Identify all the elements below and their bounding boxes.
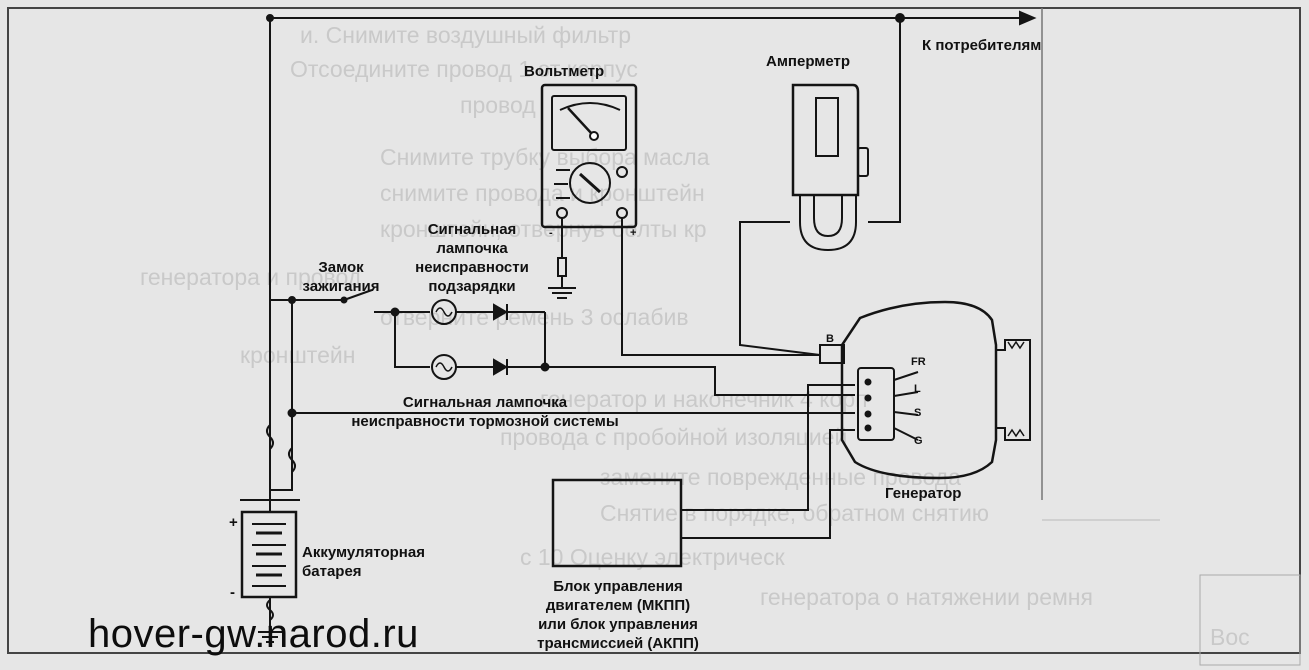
bg-line: генератора о натяжении ремня bbox=[760, 584, 1093, 610]
terminal-b-label: B bbox=[826, 333, 834, 345]
ammeter-clamp-icon bbox=[799, 195, 857, 252]
terminal-fr-label: FR bbox=[911, 356, 926, 368]
voltmeter-needle bbox=[567, 107, 593, 135]
battery-label-line: батарея bbox=[302, 563, 362, 580]
voltmeter-label: Вольтметр bbox=[524, 63, 605, 80]
wire-ecu-fr bbox=[681, 384, 855, 511]
bg-line: провода с пробойной изоляцией bbox=[500, 424, 848, 450]
brake-lamp-label: Сигнальная лампочка неисправности тормоз… bbox=[300, 393, 670, 431]
fuse-icon bbox=[266, 599, 274, 621]
voltmeter-terminal-neg bbox=[556, 207, 568, 219]
battery-label-line: Аккумуляторная bbox=[302, 544, 425, 561]
junction-dot bbox=[266, 14, 274, 22]
wire-l-terminal bbox=[545, 366, 855, 396]
voltmeter-dial bbox=[569, 162, 611, 204]
ignition-label-line: Замок bbox=[318, 259, 364, 276]
ammeter-label: Амперметр bbox=[766, 53, 851, 70]
ammeter-button-icon bbox=[857, 147, 869, 177]
charge-lamp-label-line: Сигнальная bbox=[427, 221, 517, 238]
junction-dot bbox=[288, 296, 296, 304]
consumers-label: К потребителям bbox=[922, 37, 1042, 54]
voltmeter-plus-label: + bbox=[630, 227, 637, 239]
generator-body bbox=[840, 300, 998, 480]
voltmeter-terminal-pos bbox=[616, 207, 628, 219]
voltmeter-body bbox=[540, 83, 638, 229]
charge-lamp-label: Сигнальная лампочка неисправности подзар… bbox=[382, 220, 562, 296]
charge-lamp-label-line: подзарядки bbox=[428, 278, 516, 295]
ecu-label-line: двигателем (МКПП) bbox=[545, 597, 691, 614]
wire-ecu-g bbox=[681, 429, 855, 539]
arrow-consumers-icon bbox=[1019, 10, 1037, 26]
generator-label: Генератор bbox=[885, 485, 962, 502]
ammeter-display bbox=[815, 97, 839, 157]
ecu-box bbox=[551, 478, 683, 568]
ecu-label: Блок управления двигателем (МКПП) или бл… bbox=[508, 577, 728, 653]
ecu-label-line: Блок управления bbox=[553, 578, 683, 595]
frame bbox=[7, 7, 1301, 654]
ammeter-body bbox=[791, 83, 860, 197]
bg-line: Снимите трубку выбора масла bbox=[380, 144, 710, 170]
terminal-l-label: L bbox=[914, 383, 921, 395]
bg-line: кронштейн bbox=[240, 342, 356, 368]
ecu-label-line: или блок управления bbox=[538, 616, 698, 633]
charge-lamp-label-line: лампочка bbox=[436, 240, 508, 257]
bg-line: генератора и провод bbox=[140, 264, 362, 290]
bg-fragment bbox=[1199, 574, 1301, 666]
wire-secondary-supply bbox=[270, 300, 293, 491]
battery-plus-label: + bbox=[229, 514, 238, 531]
bg-line: провод bbox=[460, 92, 536, 118]
charge-lamp-label-line: неисправности bbox=[415, 259, 529, 276]
brake-lamp-label-line: неисправности тормозной системы bbox=[351, 413, 619, 430]
bg-line: Вос bbox=[1210, 624, 1250, 650]
ignition-switch-icon bbox=[343, 289, 373, 301]
diode-icon bbox=[493, 303, 508, 321]
voltmeter-knob-icon bbox=[616, 166, 628, 178]
terminal-b-post bbox=[819, 344, 845, 364]
voltmeter-pivot bbox=[589, 131, 599, 141]
ignition-label: Замок зажигания bbox=[286, 258, 396, 296]
junction-dot bbox=[287, 408, 297, 418]
bg-line: и. Снимите воздушный фильтр bbox=[300, 22, 631, 48]
bg-line: кронштейн, отвернув болты кр bbox=[380, 216, 707, 242]
ecu-label-line: трансмиссией (АКПП) bbox=[537, 635, 699, 652]
voltmeter-minus-label: - bbox=[549, 227, 553, 239]
fuse-icon bbox=[266, 424, 274, 450]
ignition-label-line: зажигания bbox=[302, 278, 380, 295]
voltmeter-arc bbox=[559, 102, 621, 111]
bg-line: генератор и наконечник 4 корп bbox=[540, 386, 868, 412]
wire-ammeter bbox=[868, 18, 901, 223]
wire-voltmeter-to-b bbox=[621, 218, 820, 356]
voltmeter-scale bbox=[551, 95, 627, 151]
terminal-g-label: G bbox=[914, 435, 923, 447]
fuse-icon bbox=[288, 447, 296, 473]
battery-minus-label: - bbox=[230, 584, 235, 601]
bg-line: Отсоедините провод 1 от корпус bbox=[290, 56, 638, 82]
watermark: hover-gw.narod.ru bbox=[88, 612, 419, 656]
pulley-icon bbox=[996, 339, 1031, 441]
battery-label: Аккумуляторная батарея bbox=[302, 543, 425, 581]
generator-connector bbox=[857, 367, 895, 441]
terminal-s-label: S bbox=[914, 407, 922, 419]
diode-icon bbox=[493, 358, 508, 376]
brake-lamp-label-line: Сигнальная лампочка bbox=[402, 394, 568, 411]
wire-ammeter-to-b bbox=[739, 221, 821, 356]
bg-line: отверните ремень 3 ослабив bbox=[380, 304, 689, 330]
bg-line: Снятие в порядке, обратном снятию bbox=[600, 500, 990, 526]
